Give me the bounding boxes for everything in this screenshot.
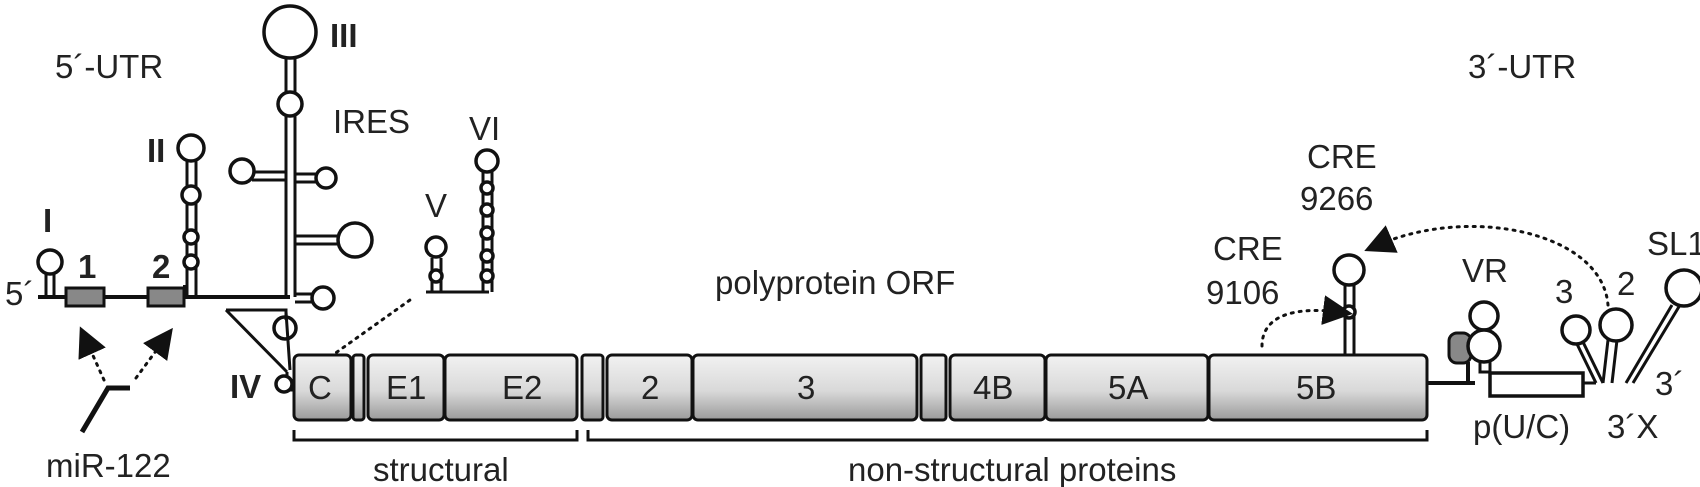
segment-c-e1-gap bbox=[351, 353, 366, 422]
domain-vi-label: VI bbox=[469, 110, 500, 147]
cre-stem-loop bbox=[1332, 253, 1366, 355]
utr3-backbone bbox=[1427, 362, 1475, 385]
cre9266-label-line2: 9266 bbox=[1300, 180, 1373, 217]
sl3-label: 3 bbox=[1555, 273, 1573, 310]
segment-e2-label: E2 bbox=[502, 369, 542, 406]
cre9106-arrow bbox=[1260, 295, 1353, 348]
three-prime-end-label: 3´ bbox=[1655, 365, 1684, 402]
segment-ns4b-label: 4B bbox=[973, 369, 1013, 406]
vr-label: VR bbox=[1462, 252, 1508, 289]
segment-ns3 bbox=[691, 353, 919, 422]
segment-c bbox=[292, 353, 353, 422]
x-tail-stem-loops bbox=[1560, 268, 1700, 385]
mir-122-arrow-1 bbox=[78, 326, 106, 382]
cre9266-label-line1: CRE bbox=[1307, 138, 1377, 175]
mir-binding-site-2 bbox=[146, 286, 186, 308]
domain-iv-loop bbox=[274, 374, 294, 394]
mir-site-1-label: 1 bbox=[78, 248, 96, 285]
structural-bracket bbox=[292, 430, 579, 442]
mir-122-arrow-2 bbox=[134, 327, 173, 380]
cre9106-label-line1: CRE bbox=[1213, 230, 1283, 267]
x-tail-label: 3´X bbox=[1607, 408, 1658, 445]
orf-label: polyprotein ORF bbox=[715, 264, 955, 301]
mir-site-2-label: 2 bbox=[152, 248, 170, 285]
mir-binding-site-1 bbox=[64, 286, 106, 308]
nonstructural-bracket bbox=[586, 430, 1429, 442]
mir-122-label: miR-122 bbox=[46, 447, 171, 484]
stem-loop-vi bbox=[474, 148, 500, 292]
sl1-label: SL1 bbox=[1647, 225, 1700, 262]
poly-uc-label: p(U/C) bbox=[1473, 408, 1570, 445]
segment-ns3-label: 3 bbox=[797, 369, 815, 406]
stem-loop-v bbox=[424, 235, 489, 294]
domain-iv-stem bbox=[224, 308, 292, 374]
segment-ns5b-label: 5B bbox=[1296, 369, 1336, 406]
ires-label: IRES bbox=[333, 103, 410, 140]
nonstructural-label: non-structural proteins bbox=[848, 451, 1176, 487]
segment-e2 bbox=[443, 353, 579, 422]
segment-ns5a-label: 5A bbox=[1108, 369, 1148, 406]
segment-ns5b bbox=[1207, 353, 1429, 422]
five-prime-end-label: 5´ bbox=[5, 275, 34, 312]
poly-uc-box bbox=[1488, 371, 1585, 398]
cre9106-label-line2: 9106 bbox=[1206, 274, 1279, 311]
stem-loop-iii bbox=[228, 4, 374, 341]
stem-loop-i bbox=[36, 248, 64, 297]
segment-e1-label: E1 bbox=[386, 369, 426, 406]
domain-ii-label: II bbox=[147, 132, 165, 169]
domain-v-label: V bbox=[425, 187, 447, 224]
domain-i-label: I bbox=[43, 202, 52, 239]
domain-iv-label: IV bbox=[230, 368, 261, 405]
structural-label: structural bbox=[373, 451, 509, 487]
polyprotein-segments bbox=[292, 353, 1429, 422]
variable-region-loops bbox=[1466, 300, 1502, 374]
segment-ns4a bbox=[919, 353, 948, 422]
domain-iii-label: III bbox=[330, 17, 358, 54]
segment-ns2-label: 2 bbox=[641, 369, 659, 406]
segment-c-label: C bbox=[308, 369, 332, 406]
mir-122-strand bbox=[79, 385, 130, 434]
stem-loop-ii bbox=[176, 133, 206, 297]
utr5-label: 5´-UTR bbox=[55, 48, 163, 85]
inset-pointer bbox=[328, 298, 412, 359]
utr3-label: 3´-UTR bbox=[1468, 48, 1576, 85]
sl2-label: 2 bbox=[1617, 265, 1635, 302]
segment-p7 bbox=[580, 353, 605, 422]
